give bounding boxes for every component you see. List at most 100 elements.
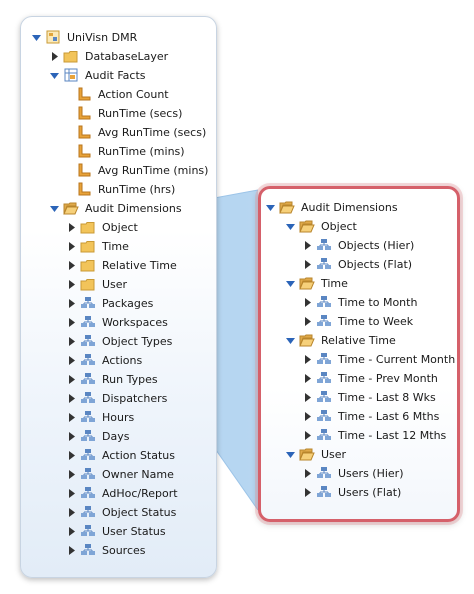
dimension-icon — [316, 295, 332, 309]
zoom-node-hierarchy[interactable]: Time - Last 8 Wks — [303, 388, 436, 406]
collapsed-arrow-icon[interactable] — [67, 545, 76, 555]
collapsed-arrow-icon[interactable] — [303, 487, 312, 497]
tree-node-label: UniVisn DMR — [67, 30, 138, 44]
tree-node-measure[interactable]: Avg RunTime (secs) — [63, 123, 206, 141]
tree-node-dimension[interactable]: Actions — [67, 351, 142, 369]
collapsed-arrow-icon[interactable] — [303, 373, 312, 383]
tree-node-dimension[interactable]: Owner Name — [67, 465, 174, 483]
tree-node-dimension[interactable]: Days — [67, 427, 129, 445]
collapsed-arrow-icon[interactable] — [67, 317, 76, 327]
zoom-node-hierarchy[interactable]: Users (Flat) — [303, 483, 401, 501]
expanded-arrow-icon[interactable] — [286, 279, 295, 288]
dimension-icon — [316, 485, 332, 499]
collapsed-arrow-icon[interactable] — [303, 430, 312, 440]
zoom-node-hierarchy[interactable]: Objects (Flat) — [303, 255, 412, 273]
tree-node-folder[interactable]: Object — [67, 218, 138, 236]
tree-node-label: Days — [102, 429, 130, 443]
tree-node-label: Object Status — [102, 505, 177, 519]
tree-node-dimension[interactable]: Workspaces — [67, 313, 168, 331]
tree-node-label: Packages — [102, 296, 154, 310]
tree-node-audit-facts[interactable]: Audit Facts — [50, 66, 146, 84]
tree-node-measure[interactable]: RunTime (secs) — [63, 104, 182, 122]
tree-node-folder[interactable]: Relative Time — [67, 256, 177, 274]
collapsed-arrow-icon[interactable] — [67, 374, 76, 384]
collapsed-arrow-icon[interactable] — [67, 298, 76, 308]
collapsed-arrow-icon[interactable] — [67, 526, 76, 536]
collapsed-arrow-icon[interactable] — [67, 336, 76, 346]
collapsed-arrow-icon[interactable] — [50, 51, 59, 61]
zoom-node-user[interactable]: User — [286, 445, 346, 463]
collapsed-arrow-icon[interactable] — [303, 468, 312, 478]
dimension-icon — [316, 466, 332, 480]
collapsed-arrow-icon[interactable] — [67, 279, 76, 289]
collapsed-arrow-icon[interactable] — [303, 297, 312, 307]
zoom-detail-panel — [258, 186, 460, 522]
expanded-arrow-icon[interactable] — [266, 203, 275, 212]
collapsed-arrow-icon[interactable] — [67, 431, 76, 441]
zoom-node-time[interactable]: Time — [286, 274, 348, 292]
tree-node-measure[interactable]: Avg RunTime (mins) — [63, 161, 208, 179]
zoom-node-hierarchy[interactable]: Time to Month — [303, 293, 417, 311]
tree-node-dimension[interactable]: Object Types — [67, 332, 172, 350]
collapsed-arrow-icon[interactable] — [67, 488, 76, 498]
zoom-node-hierarchy[interactable]: Users (Hier) — [303, 464, 404, 482]
collapsed-arrow-icon[interactable] — [67, 507, 76, 517]
tree-node-databaselayer[interactable]: DatabaseLayer — [50, 47, 168, 65]
tree-node-measure[interactable]: Action Count — [63, 85, 169, 103]
expanded-arrow-icon[interactable] — [286, 450, 295, 459]
dimension-icon — [80, 524, 96, 538]
tree-node-dimension[interactable]: Hours — [67, 408, 134, 426]
tree-node-measure[interactable]: RunTime (mins) — [63, 142, 185, 160]
tree-node-label: Audit Dimensions — [85, 201, 182, 215]
zoom-node-hierarchy[interactable]: Time - Prev Month — [303, 369, 438, 387]
zoom-node-relative-time[interactable]: Relative Time — [286, 331, 396, 349]
tree-node-label: Time to Week — [338, 314, 414, 328]
expanded-arrow-icon[interactable] — [286, 222, 295, 231]
collapsed-arrow-icon[interactable] — [67, 355, 76, 365]
zoom-node-hierarchy[interactable]: Time - Current Month — [303, 350, 455, 368]
tree-node-dimension[interactable]: AdHoc/Report — [67, 484, 178, 502]
zoom-node-hierarchy[interactable]: Objects (Hier) — [303, 236, 414, 254]
tree-node-dimension[interactable]: Dispatchers — [67, 389, 167, 407]
zoom-node-hierarchy[interactable]: Time - Last 12 Mths — [303, 426, 446, 444]
fact-table-icon — [63, 68, 79, 82]
tree-node-dimension[interactable]: Sources — [67, 541, 146, 559]
zoom-node-hierarchy[interactable]: Time - Last 6 Mths — [303, 407, 439, 425]
zoom-node-hierarchy[interactable]: Time to Week — [303, 312, 413, 330]
expanded-arrow-icon[interactable] — [32, 33, 41, 42]
tree-node-dimension[interactable]: Run Types — [67, 370, 158, 388]
collapsed-arrow-icon[interactable] — [67, 260, 76, 270]
tree-node-label: Time - Current Month — [338, 352, 456, 366]
collapsed-arrow-icon[interactable] — [67, 412, 76, 422]
collapsed-arrow-icon[interactable] — [67, 393, 76, 403]
tree-node-dimension[interactable]: User Status — [67, 522, 166, 540]
collapsed-arrow-icon[interactable] — [303, 354, 312, 364]
tree-node-univisn-dmr[interactable]: UniVisn DMR — [32, 28, 137, 46]
tree-node-audit-dimensions[interactable]: Audit Dimensions — [50, 199, 182, 217]
dimension-icon — [80, 410, 96, 424]
expanded-arrow-icon[interactable] — [286, 336, 295, 345]
tree-node-label: Objects (Hier) — [338, 238, 415, 252]
collapsed-arrow-icon[interactable] — [67, 469, 76, 479]
collapsed-arrow-icon[interactable] — [303, 240, 312, 250]
tree-node-dimension[interactable]: Packages — [67, 294, 153, 312]
collapsed-arrow-icon[interactable] — [67, 222, 76, 232]
dimension-icon — [80, 486, 96, 500]
zoom-node-object[interactable]: Object — [286, 217, 357, 235]
tree-node-folder[interactable]: User — [67, 275, 127, 293]
dimension-icon — [316, 257, 332, 271]
expanded-arrow-icon[interactable] — [50, 71, 59, 80]
zoom-node-audit-dimensions[interactable]: Audit Dimensions — [266, 198, 398, 216]
collapsed-arrow-icon[interactable] — [303, 316, 312, 326]
collapsed-arrow-icon[interactable] — [67, 450, 76, 460]
collapsed-arrow-icon[interactable] — [303, 392, 312, 402]
tree-node-dimension[interactable]: Object Status — [67, 503, 176, 521]
tree-node-dimension[interactable]: Action Status — [67, 446, 175, 464]
expanded-arrow-icon[interactable] — [50, 204, 59, 213]
tree-node-folder[interactable]: Time — [67, 237, 129, 255]
tree-node-label: Actions — [102, 353, 143, 367]
collapsed-arrow-icon[interactable] — [303, 259, 312, 269]
collapsed-arrow-icon[interactable] — [67, 241, 76, 251]
collapsed-arrow-icon[interactable] — [303, 411, 312, 421]
tree-node-measure[interactable]: RunTime (hrs) — [63, 180, 175, 198]
